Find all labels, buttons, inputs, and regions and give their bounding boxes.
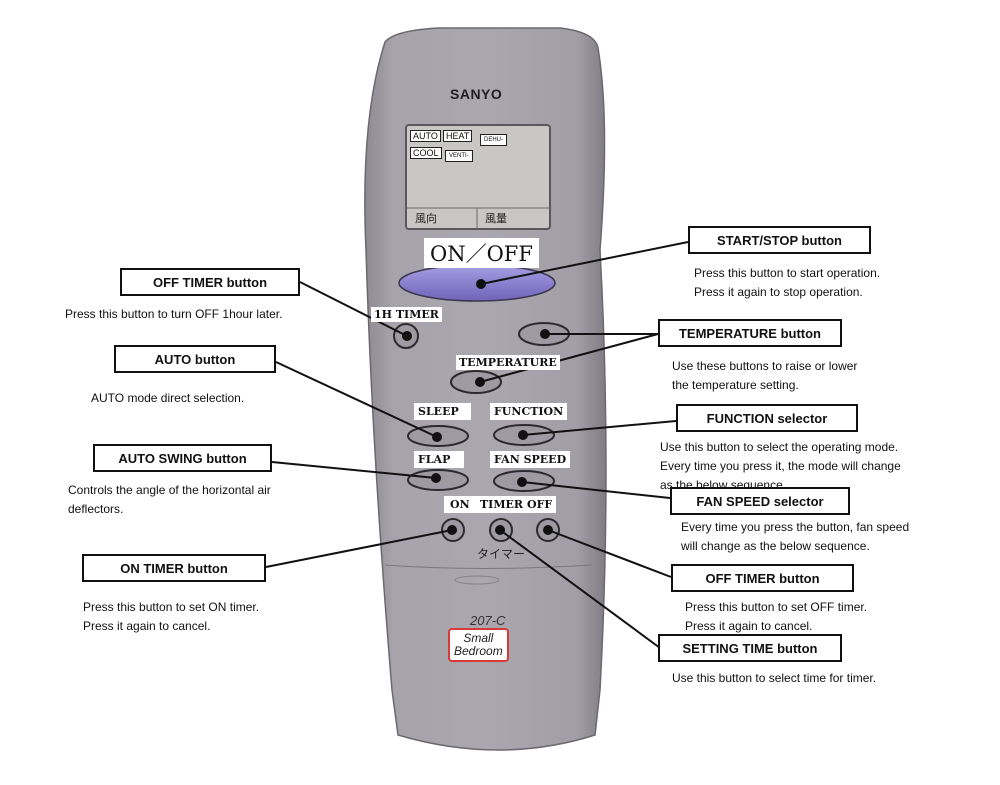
callout-auto: AUTO button <box>114 345 276 373</box>
room-sticker-line-2: Bedroom <box>454 644 503 658</box>
lcd-mode-cool: COOL <box>410 147 442 159</box>
desc-auto-swing: Controls the angle of the horizontal air… <box>68 481 271 519</box>
desc-line: the temperature setting. <box>672 378 799 392</box>
desc-line: Press this button to set OFF timer. <box>685 600 868 614</box>
lcd-mode-heat: HEAT <box>443 130 473 142</box>
callout-off-timer-1h: OFF TIMER button <box>120 268 300 296</box>
desc-on-timer: Press this button to set ON timer. Press… <box>83 598 259 636</box>
desc-line: Press it again to cancel. <box>685 619 813 633</box>
callout-on-timer: ON TIMER button <box>82 554 266 582</box>
desc-line: deflectors. <box>68 502 124 516</box>
desc-line: Every time you press it, the mode will c… <box>660 459 901 473</box>
desc-off-timer: Press this button to set OFF timer. Pres… <box>685 598 867 636</box>
desc-line: Press this button to turn OFF 1hour late… <box>65 307 283 321</box>
desc-auto: AUTO mode direct selection. <box>91 389 244 408</box>
lcd-label-louver: 風向 <box>415 213 437 225</box>
temperature-label: TEMPERATURE <box>456 355 560 370</box>
desc-temperature: Use these buttons to raise or lower the … <box>672 357 857 395</box>
desc-line: Use this button to select the operating … <box>660 440 899 454</box>
lcd-label-fan: 風量 <box>485 213 507 225</box>
lower-panel-seam <box>384 564 593 569</box>
desc-line: Controls the angle of the horizontal air <box>68 483 271 497</box>
desc-line: Press this button to set ON timer. <box>83 600 260 614</box>
onoff-label: ON／OFF <box>424 238 539 268</box>
timer-kana-label: タイマー <box>477 547 526 561</box>
desc-line: Press this button to start operation. <box>694 266 881 280</box>
desc-line: Press it again to stop operation. <box>694 285 863 299</box>
leader-lines <box>265 241 689 649</box>
desc-fan-speed: Every time you press the button, fan spe… <box>681 518 909 556</box>
brand-logo: SANYO <box>450 86 503 102</box>
sleep-label: SLEEP <box>414 403 471 420</box>
callout-off-timer: OFF TIMER button <box>671 564 854 592</box>
desc-line: Use these buttons to raise or lower <box>672 359 858 373</box>
lcd-mode-auto: AUTO <box>410 130 441 142</box>
lcd-display <box>405 124 551 230</box>
callout-start-stop: START/STOP button <box>688 226 871 254</box>
room-sticker: Small Bedroom <box>448 628 509 662</box>
room-number-text: 207-C <box>470 613 506 628</box>
desc-start-stop: Press this button to start operation. Pr… <box>694 264 880 302</box>
timer-label: TIMER <box>474 496 530 513</box>
desc-line: Press it again to cancel. <box>83 619 211 633</box>
desc-line: Every time you press the button, fan spe… <box>681 520 910 534</box>
lcd-mode-dehu: DEHU- <box>480 134 507 146</box>
fan-speed-label: FAN SPEED <box>490 451 571 468</box>
flap-label: FLAP <box>414 451 465 468</box>
desc-line: will change as the below sequence. <box>681 539 870 553</box>
desc-line: AUTO mode direct selection. <box>91 391 245 405</box>
room-sticker-line-1: Small <box>463 631 494 645</box>
desc-setting-time: Use this button to select time for timer… <box>672 669 876 688</box>
on-label: ON <box>444 496 476 513</box>
callout-fan-speed: FAN SPEED selector <box>670 487 850 515</box>
lcd-mode-venti: VENTI- <box>445 150 473 162</box>
callout-temperature: TEMPERATURE button <box>658 319 842 347</box>
callout-function: FUNCTION selector <box>676 404 858 432</box>
callout-auto-swing: AUTO SWING button <box>93 444 272 472</box>
desc-line: Use this button to select time for timer… <box>672 671 877 685</box>
one-hour-timer-label: 1H TIMER <box>371 307 442 322</box>
function-label: FUNCTION <box>490 403 568 420</box>
callout-setting-time: SETTING TIME button <box>658 634 842 662</box>
desc-off-timer-1h: Press this button to turn OFF 1hour late… <box>65 305 282 324</box>
off-label: OFF <box>523 496 557 513</box>
